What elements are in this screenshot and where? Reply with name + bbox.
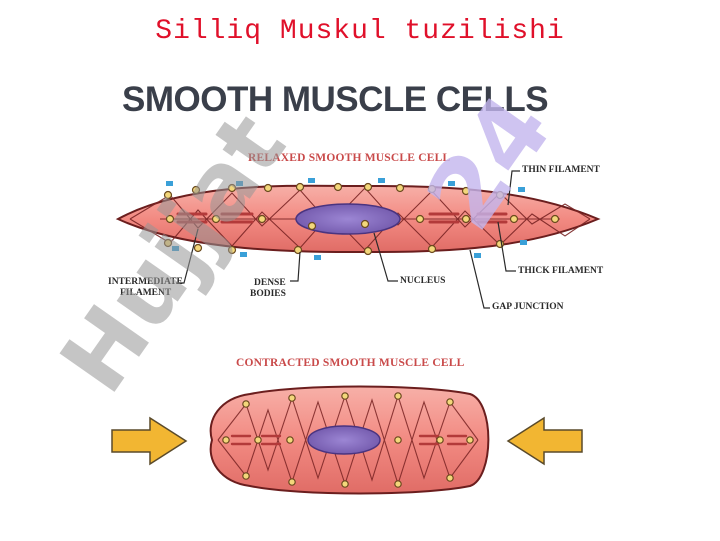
- relaxed-gap-junctions: [166, 178, 527, 260]
- label-dense-bodies-line1: DENSE: [254, 278, 286, 288]
- diagram-title: SMOOTH MUSCLE CELLS: [122, 80, 549, 119]
- contracted-thick-filaments: [230, 434, 468, 446]
- relaxed-dense-bodies: [163, 182, 560, 256]
- relaxed-smooth-muscle-cell: [115, 178, 601, 260]
- label-gap-junction: GAP JUNCTION: [492, 302, 564, 312]
- label-thin-filament: THIN FILAMENT: [522, 165, 600, 175]
- relaxed-nucleus: [295, 203, 401, 235]
- label-nucleus: NUCLEUS: [400, 276, 446, 286]
- label-leader-lines: [176, 170, 520, 309]
- contracted-nucleus: [307, 425, 381, 455]
- label-thick-filament: THICK FILAMENT: [518, 266, 604, 276]
- label-dense-bodies-line2: BODIES: [250, 289, 286, 299]
- relaxed-cell-title: RELAXED SMOOTH MUSCLE CELL: [248, 152, 451, 164]
- contracted-smooth-muscle-cell: [209, 385, 490, 495]
- left-compression-arrow: [111, 416, 188, 466]
- label-intermediate-filament-line2: FILAMENT: [120, 288, 172, 298]
- contracted-dense-bodies: [222, 392, 474, 488]
- right-compression-arrow: [506, 416, 583, 466]
- slide-title: Silliq Muskul tuzilishi: [155, 16, 565, 47]
- relaxed-thick-filaments: [176, 212, 508, 224]
- label-intermediate-filament-line1: INTERMEDIATE: [108, 277, 183, 287]
- contracted-cell-title: CONTRACTED SMOOTH MUSCLE CELL: [236, 357, 465, 369]
